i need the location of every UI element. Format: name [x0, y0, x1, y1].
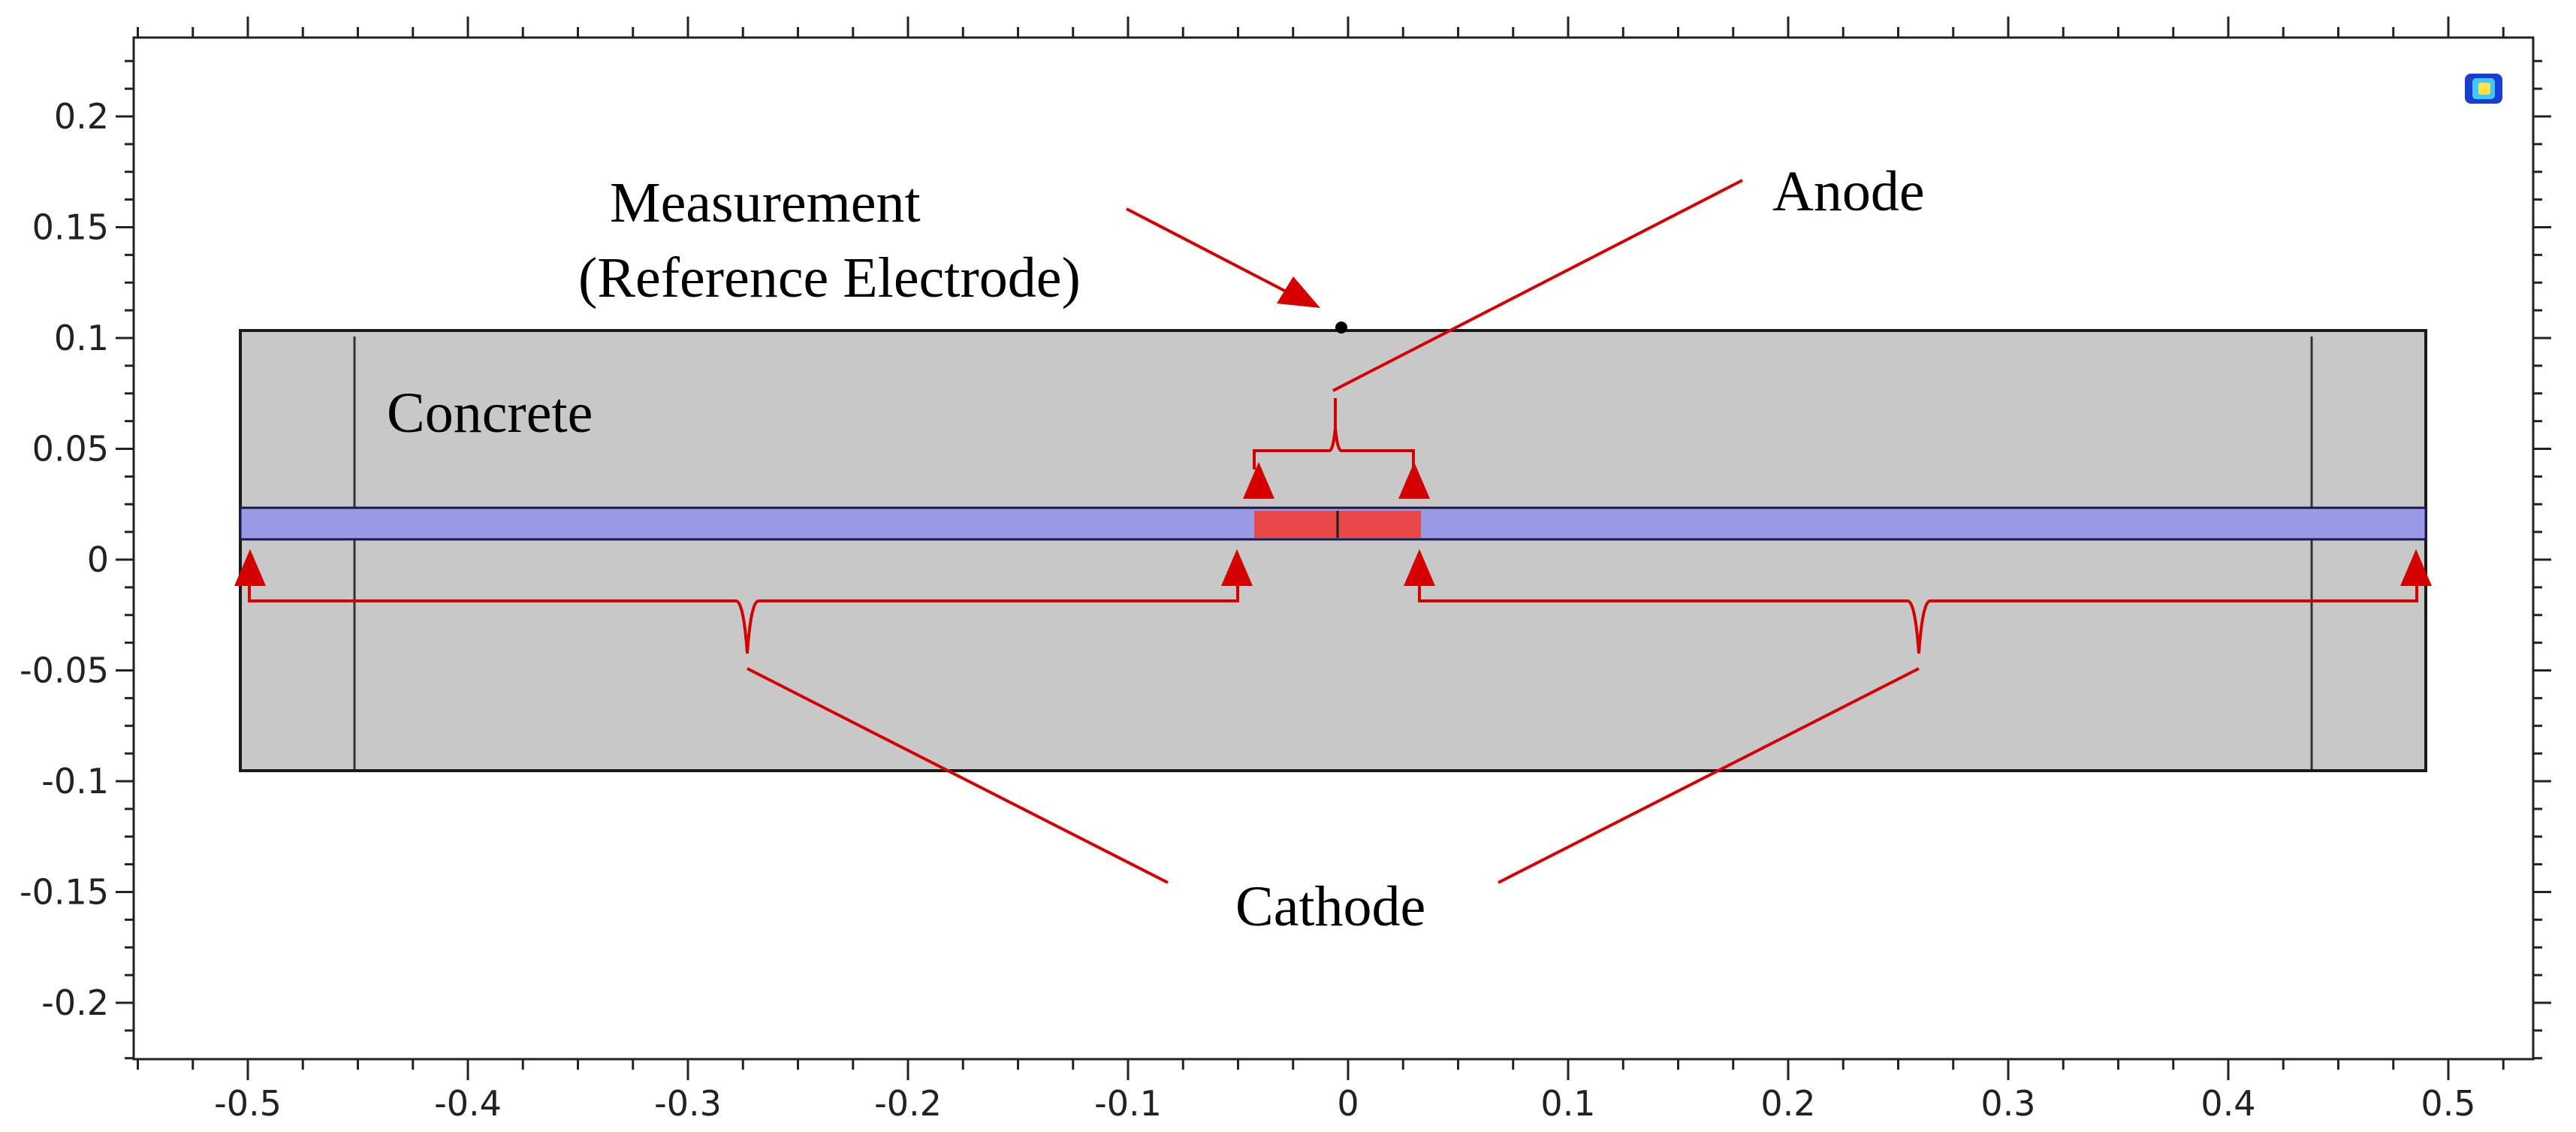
measurement-label: Measurement: [610, 171, 921, 234]
y-tick-label: 0.2: [54, 96, 109, 137]
cathode-left-end-arrowhead: [234, 549, 266, 586]
measurement-arrowhead: [1277, 276, 1320, 308]
concrete-block: [239, 329, 2427, 772]
anode-left-arrowhead: [1243, 462, 1274, 499]
y-axis-tick-labels: 0.2 0.15 0.1 0.05 0 -0.05 -0.1 -0.15 -0.2: [20, 96, 109, 1023]
y-tick-label: -0.05: [20, 651, 109, 691]
anode-right-arrowhead: [1398, 462, 1430, 499]
anode-label: Anode: [1772, 160, 1925, 223]
x-tick-label: -0.4: [434, 1083, 502, 1124]
cathode-right-end-arrowhead: [2400, 549, 2432, 586]
reference-electrode-point: [1335, 321, 1347, 334]
y-tick-label: 0.05: [32, 429, 109, 469]
x-tick-label: -0.2: [874, 1083, 942, 1124]
cathode-left-pointer: [747, 667, 1169, 884]
x-tick-label: -0.3: [654, 1083, 722, 1124]
comsol-logo-icon: [2465, 74, 2502, 104]
y-tick-label: 0.15: [32, 207, 109, 248]
y-axis-ticks: [116, 59, 2551, 1060]
arrowheads: [234, 276, 2432, 586]
cathode-left-inner-arrowhead: [1221, 549, 1253, 586]
cathode-left-brace: [248, 571, 1239, 654]
anode-pointer-line: [1332, 179, 1743, 392]
x-tick-label: 0.1: [1540, 1083, 1595, 1124]
x-tick-label: 0.2: [1760, 1083, 1815, 1124]
y-tick-label: 0.1: [54, 318, 109, 358]
annotation-graphics: [248, 179, 2418, 884]
x-tick-label: 0.5: [2421, 1083, 2475, 1124]
cathode-label: Cathode: [1235, 875, 1425, 938]
x-axis-ticks: [137, 17, 2505, 1080]
reference-electrode-label: (Reference Electrode): [578, 246, 1081, 309]
cathode-right-inner-arrowhead: [1404, 549, 1435, 586]
x-tick-label: 0.4: [2200, 1083, 2255, 1124]
x-tick-label: -0.1: [1094, 1083, 1162, 1124]
y-tick-label: -0.2: [41, 983, 109, 1023]
x-tick-label: -0.5: [214, 1083, 282, 1124]
concrete-label: Concrete: [387, 382, 593, 445]
y-tick-label: -0.1: [41, 761, 109, 801]
y-tick-label: -0.15: [20, 872, 109, 913]
y-tick-label: 0: [87, 539, 109, 580]
x-tick-label: 0: [1337, 1083, 1359, 1124]
cathode-right-pointer: [1498, 667, 1920, 884]
cathode-right-brace: [1418, 571, 2418, 654]
x-axis-tick-labels: -0.5 -0.4 -0.3 -0.2 -0.1 0 0.1 0.2 0.3 0.4 0.5: [214, 1083, 2475, 1124]
x-tick-label: 0.3: [1980, 1083, 2035, 1124]
measurement-arrow-line: [1126, 207, 1293, 296]
